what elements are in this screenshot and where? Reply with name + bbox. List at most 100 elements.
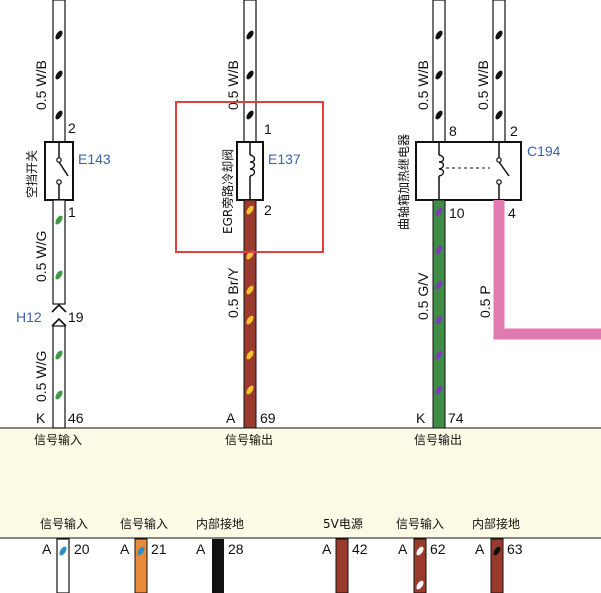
wire-3a-bottom-code: 0.5 G/V (415, 272, 431, 320)
ecu-bottom-pin-42: 5V电源 A 42 (322, 517, 368, 557)
svg-text:内部接地: 内部接地 (472, 516, 520, 531)
connector-h12-pin: 19 (68, 309, 84, 325)
crank-relay-ref: C194 (527, 143, 561, 159)
ecu-top-pin-74: K 74 信号输出 (414, 410, 464, 447)
wire-3b-top (492, 0, 506, 143)
neutral-switch-ref: E143 (78, 151, 111, 167)
neutral-switch-pin-top: 2 (68, 120, 76, 136)
ecu-top-pin-46: K 46 信号输入 (34, 410, 84, 447)
svg-text:信号输入: 信号输入 (40, 516, 88, 531)
relay-pin-switch-bottom: 4 (508, 205, 516, 221)
svg-text:K: K (416, 410, 426, 426)
ecu-bottom-pin-21: 信号输入 A 21 (120, 516, 168, 557)
wire-tracer-mark (246, 70, 254, 80)
wire-tracer-mark (246, 285, 254, 295)
wire-tracer-mark (246, 350, 254, 360)
neutral-switch (44, 141, 74, 201)
wire-pin-42 (335, 538, 349, 593)
wire-tracer-mark (435, 280, 443, 290)
svg-text:21: 21 (151, 541, 167, 557)
egr-valve (236, 141, 264, 201)
connector-h12 (51, 303, 67, 327)
wire-tracer-mark (137, 546, 145, 556)
svg-text:信号输入: 信号输入 (396, 516, 444, 531)
wire-tracer-mark (435, 350, 443, 360)
wire-3b-top-code: 0.5 W/B (475, 60, 491, 110)
wire-1-bottom-code: 0.5 W/G (33, 351, 49, 402)
ecu-bottom-pin-28: 内部接地 A 28 (196, 516, 244, 557)
relay-pin-switch-top: 2 (510, 123, 518, 139)
neutral-switch-name: 空挡开关 (25, 150, 39, 198)
svg-text:42: 42 (352, 541, 368, 557)
wire-pin-20 (56, 538, 70, 593)
wire-tracer-mark (495, 110, 503, 120)
svg-text:46: 46 (68, 410, 84, 426)
wire-tracer-mark (495, 30, 503, 40)
wire-tracer-mark (55, 30, 63, 40)
wire-2-bottom-code: 0.5 Br/Y (225, 267, 241, 318)
wire-2-top (243, 0, 257, 143)
svg-text:A: A (475, 541, 485, 557)
svg-text:A: A (196, 541, 206, 557)
svg-text:28: 28 (228, 541, 244, 557)
svg-text:20: 20 (74, 541, 90, 557)
svg-text:信号输入: 信号输入 (120, 516, 168, 531)
wire-tracer-mark (59, 546, 67, 556)
wire-3a-top-code: 0.5 W/B (415, 60, 431, 110)
wire-tracer-mark (55, 390, 63, 400)
svg-text:K: K (36, 410, 46, 426)
ecu-bottom-pin-62: 信号输入 A 62 (396, 516, 446, 557)
wire-3a-bottom (432, 199, 446, 429)
wire-1-top-code: 0.5 W/B (33, 60, 49, 110)
svg-text:63: 63 (507, 541, 523, 557)
wire-1-middle (52, 199, 66, 305)
wire-2-top-code: 0.5 W/B (225, 60, 241, 110)
ecu-body (0, 428, 601, 538)
wire-tracer-mark (246, 30, 254, 40)
ecu-bottom-pin-63: 内部接地 A 63 (472, 516, 523, 557)
wire-tracer-mark (55, 215, 63, 225)
wire-tracer-mark (435, 110, 443, 120)
svg-text:74: 74 (448, 410, 464, 426)
svg-text:信号输入: 信号输入 (34, 432, 82, 447)
wire-tracer-mark (246, 315, 254, 325)
wire-tracer-mark (55, 350, 63, 360)
crank-relay (415, 141, 522, 201)
relay-pin-coil-bottom: 10 (449, 205, 465, 221)
wire-pin-28 (212, 539, 224, 593)
wire-tracer-mark (55, 110, 63, 120)
wire-tracer-mark (55, 270, 63, 280)
svg-text:内部接地: 内部接地 (196, 516, 244, 531)
ecu-top-pin-69: A 69 信号输出 (225, 410, 276, 447)
egr-valve-pin-bottom: 2 (264, 202, 272, 218)
svg-text:5V电源: 5V电源 (323, 517, 363, 531)
wire-pin-21 (134, 538, 148, 593)
svg-text:A: A (398, 541, 408, 557)
svg-text:A: A (120, 541, 130, 557)
wire-tracer-mark (435, 315, 443, 325)
wire-tracer-mark (416, 580, 424, 590)
wire-1-bottom (52, 325, 66, 429)
wire-tracer-mark (495, 70, 503, 80)
wire-3a-top (432, 0, 446, 143)
wire-tracer-mark (246, 385, 254, 395)
svg-text:A: A (42, 541, 52, 557)
wire-tracer-mark (435, 385, 443, 395)
wire-tracer-mark (435, 245, 443, 255)
wire-tracer-mark (435, 70, 443, 80)
egr-valve-name: EGR旁路冷却阀 (220, 149, 235, 234)
egr-valve-ref: E137 (268, 151, 301, 167)
svg-text:62: 62 (430, 541, 446, 557)
svg-text:A: A (322, 541, 332, 557)
wire-tracer-mark (435, 207, 443, 217)
ecu-bottom-pin-20: 信号输入 A 20 (40, 516, 90, 557)
wire-tracer-mark (493, 546, 501, 556)
connector-h12-ref: H12 (16, 309, 42, 325)
relay-pin-coil-top: 8 (449, 123, 457, 139)
wire-tracer-mark (246, 110, 254, 120)
wire-tracer-mark (246, 205, 254, 215)
wire-2-bottom (243, 199, 257, 429)
svg-text:A: A (226, 410, 236, 426)
wire-pin-63 (490, 538, 504, 593)
